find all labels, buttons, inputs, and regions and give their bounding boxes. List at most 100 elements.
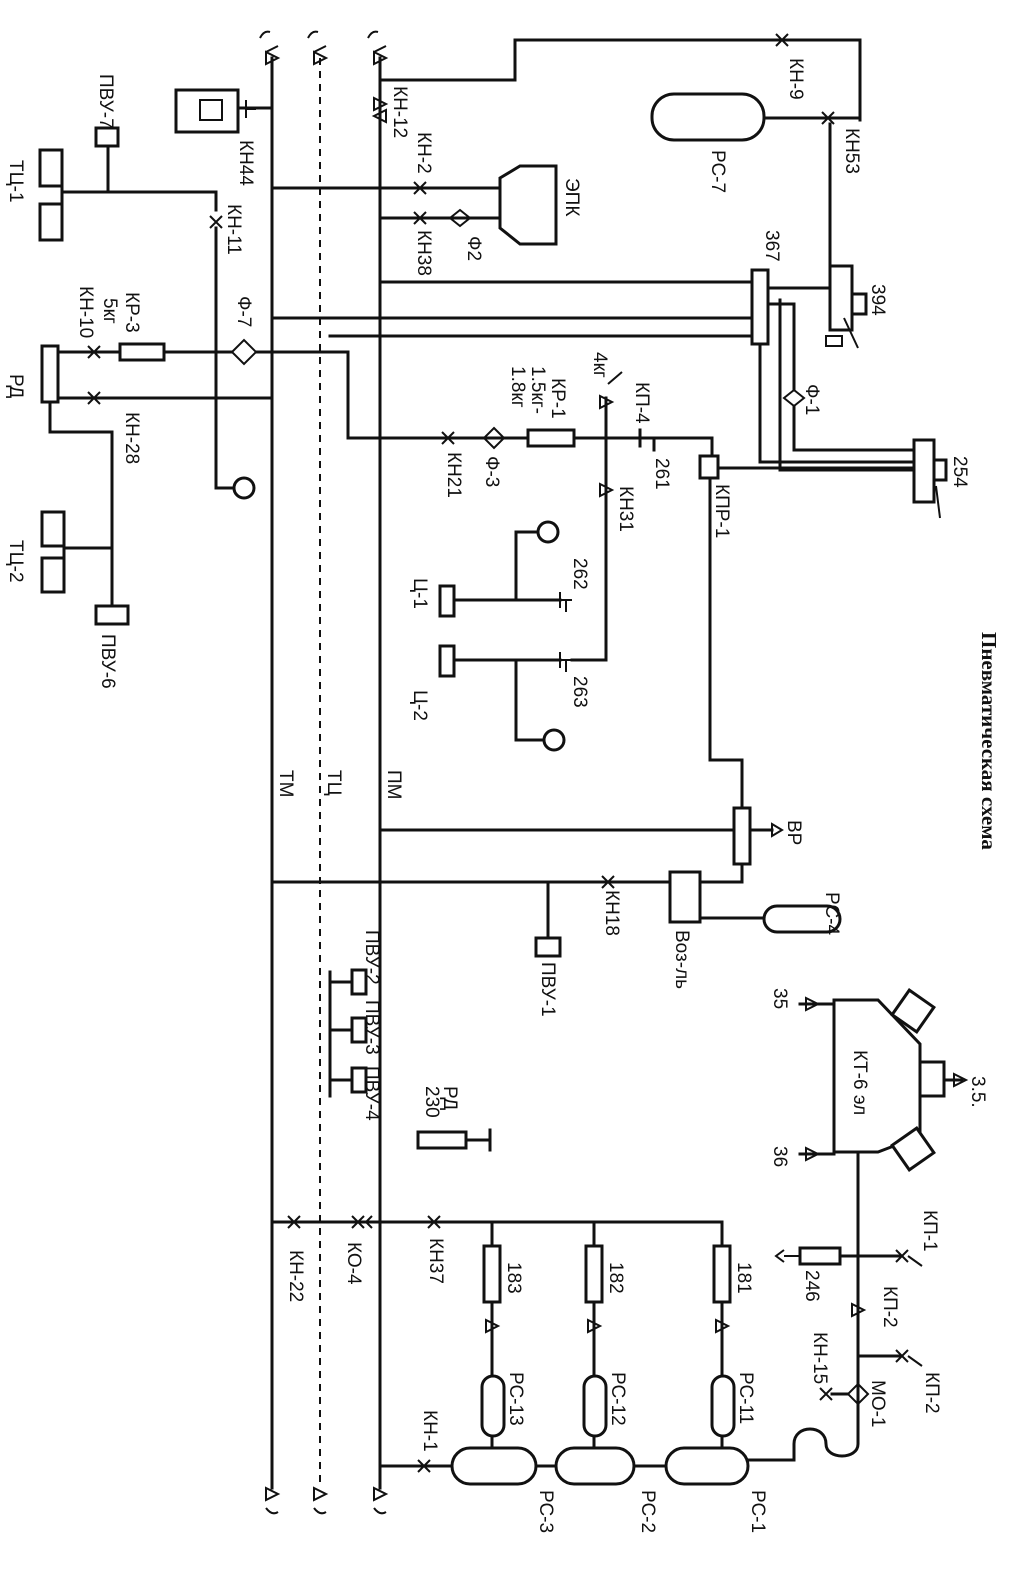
v367-box: [750, 268, 770, 346]
epk-group: КН-2 КН38 Ф2 ЭПК: [270, 132, 582, 276]
tc2-label: ТЦ-2: [5, 540, 26, 583]
pvu6-label: ПВУ-6: [97, 634, 118, 689]
v367-label: 367: [761, 230, 782, 262]
v183-box: [482, 1244, 502, 1304]
pvu1-label: ПВУ-1: [537, 962, 558, 1017]
pvu3-label: ПВУ-3: [361, 1000, 382, 1055]
manometer-left: [232, 476, 256, 500]
kn12-valve-group: КН-12: [371, 86, 410, 138]
c1-label: Ц-1: [409, 578, 430, 609]
rd-group: РД КН-10 КР-3 5кг Ф-7 КН-28 ТЦ-2 ПВУ-6: [5, 286, 350, 689]
v254-box: [912, 438, 936, 504]
rs3-label: РС-3: [535, 1490, 556, 1533]
pvu1-box: [534, 936, 562, 958]
kn37-label: КН37: [425, 1238, 446, 1284]
kn15-label: КН-15: [809, 1332, 830, 1384]
f1-label: Ф-1: [801, 384, 822, 415]
kr1-label: КР-1: [547, 378, 568, 419]
v35-label: 35: [769, 988, 790, 1009]
epk-body: [498, 164, 558, 246]
end-cock-bottom-tc: [313, 1486, 329, 1515]
kpr1-label: КПР-1: [711, 484, 732, 538]
c2-label: Ц-2: [409, 690, 430, 721]
kn37-valve: [427, 1215, 441, 1229]
end-cock-top-tm: [259, 30, 281, 66]
kn18-label: КН18: [601, 890, 622, 936]
kr1-box: [526, 428, 576, 448]
kn9-valve: [775, 33, 789, 47]
kr1-setting-a: 1.5кг-: [527, 366, 548, 414]
vozl-label: Воз-ль: [671, 930, 692, 989]
kt6-group: КТ-6 эл 3.5. 35 36: [769, 988, 988, 1442]
kn2-label: КН-2: [413, 132, 434, 174]
rs1-reservoir: [664, 1446, 750, 1486]
kn31-valve: [599, 482, 615, 498]
tc1-label: ТЦ-1: [5, 160, 26, 203]
v394-label: 394: [867, 284, 888, 316]
c1-box: [438, 584, 456, 618]
kr3-setting: 5кг: [99, 298, 120, 324]
kn9-loop: КН-9: [378, 33, 862, 122]
kp1-label: КП-1: [919, 1210, 940, 1252]
v181-box: [712, 1244, 732, 1304]
rs2-label: РС-2: [637, 1490, 658, 1533]
rs13-reservoir: [480, 1374, 506, 1438]
kp2-valve: [895, 1349, 923, 1367]
kn44-label: КН44: [235, 140, 256, 186]
v254-label: 254: [949, 456, 970, 488]
kp2-check: [851, 1302, 867, 1318]
kp4-valve: [599, 371, 623, 410]
kn15-valve: [819, 1387, 833, 1401]
v246-label: 246: [801, 1270, 822, 1302]
v36-label: 36: [769, 1146, 790, 1167]
kn44-device: КН44: [174, 88, 274, 186]
pvu2-label: ПВУ-2: [361, 930, 382, 985]
vozl-box: [668, 870, 702, 924]
cylinders-group: Ц-1 262 Ц-2 263: [409, 520, 590, 752]
v394-box: [828, 264, 854, 332]
tc-label: ТЦ: [323, 770, 344, 796]
v3-5-label: 3.5.: [967, 1076, 988, 1108]
rs11-label: РС-11: [735, 1372, 756, 1424]
rd230-label-b: 230: [421, 1086, 442, 1118]
kp4-label: КП-4: [631, 382, 652, 424]
kr1-setting-b: 1.8кг: [507, 366, 528, 408]
pvu6-box: [94, 604, 130, 626]
diagram-title: Пневматическая схема: [977, 632, 1001, 850]
rd230-box: [416, 1130, 468, 1150]
rs3-reservoir: [450, 1446, 538, 1486]
vr-group: ВР КН18 Воз-ль РС-4 ПВУ-1: [270, 806, 842, 1017]
v263-label: 263: [569, 676, 590, 708]
kn28-valve: [87, 391, 101, 405]
rs7-reservoir: РС-7 КН53: [650, 92, 862, 270]
kn2-valve: [413, 181, 427, 195]
f7-label: Ф-7: [233, 296, 254, 327]
kn21-label: КН21: [443, 452, 464, 498]
kn10-label: КН-10: [75, 286, 96, 338]
tc1-group: ПВУ-7 ТЦ-1 КН-11: [5, 74, 256, 500]
end-cock-bottom-pm: [373, 1486, 389, 1515]
kn38-label: КН38: [413, 230, 434, 276]
pvu7-label: ПВУ-7: [95, 74, 116, 129]
rs13-label: РС-13: [505, 1372, 526, 1426]
v182-label: 182: [605, 1262, 626, 1294]
end-cock-bottom-tm: [265, 1486, 281, 1515]
kp4-setting: 4кг: [589, 352, 610, 378]
vr-box: [732, 806, 752, 866]
kt6-label: КТ-6 эл: [849, 1050, 870, 1115]
kp2-label-a: КП-2: [879, 1286, 900, 1328]
kr3-box: [118, 342, 166, 362]
ko4-label: КО-4: [343, 1242, 364, 1285]
rs7-label: РС-7: [707, 150, 728, 193]
rd-left-label: РД: [5, 374, 26, 398]
tm-label: ТМ: [275, 770, 296, 797]
kn53-valve: [821, 111, 835, 125]
f2-filter: [448, 208, 472, 228]
kn11-valve: [209, 215, 223, 229]
v261-label: 261: [651, 458, 672, 490]
kp2-label-b: КП-2: [921, 1372, 942, 1414]
f2-label: Ф2: [463, 236, 484, 261]
v182-box: [584, 1244, 604, 1304]
rs1-label: РС-1: [747, 1490, 768, 1533]
kr1-group: КН21 Ф-3 КР-1 1.5кг- 1.8кг КП-4 4кг КН31…: [346, 350, 916, 810]
